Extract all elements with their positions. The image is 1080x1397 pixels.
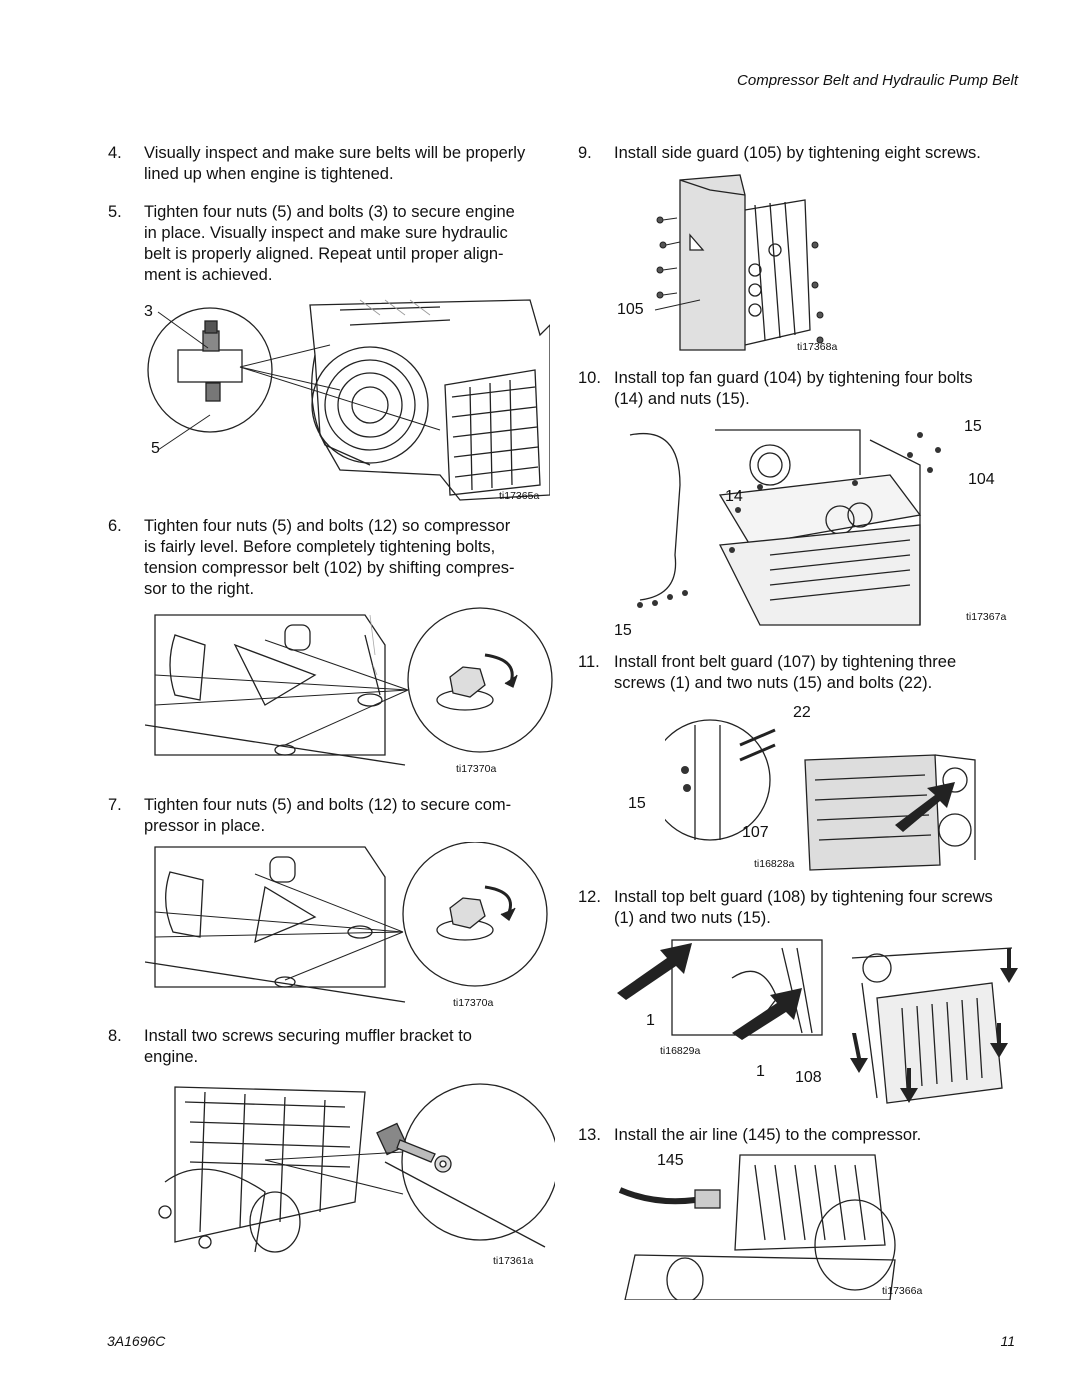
figure-id: ti16829a bbox=[660, 1045, 701, 1057]
step-text-line: in place. Visually inspect and make sure… bbox=[144, 224, 508, 242]
step-number: 12. bbox=[578, 888, 601, 906]
callout-15: 15 bbox=[628, 795, 646, 812]
step-number: 4. bbox=[108, 144, 122, 162]
figure-air-line bbox=[615, 1150, 935, 1300]
figure-side-guard bbox=[645, 170, 825, 355]
figure-top-fan-guard bbox=[620, 425, 965, 630]
figure-id: ti17365a bbox=[499, 490, 540, 502]
callout-1-right: 1 bbox=[756, 1063, 765, 1080]
step-text-line: belt is properly aligned. Repeat until p… bbox=[144, 245, 504, 263]
step-text-line: pressor in place. bbox=[144, 817, 266, 835]
document-number: 3A1696C bbox=[107, 1333, 166, 1349]
step-text-line: Visually inspect and make sure belts wil… bbox=[144, 144, 526, 162]
step-number: 9. bbox=[578, 144, 592, 162]
callout-1-left: 1 bbox=[646, 1012, 655, 1029]
step-text-line: Install top belt guard (108) by tighteni… bbox=[614, 888, 993, 906]
callout-22: 22 bbox=[793, 704, 811, 721]
callout-145: 145 bbox=[657, 1152, 684, 1169]
step-text-line: Install side guard (105) by tightening e… bbox=[614, 144, 981, 162]
figure-muffler-bracket bbox=[145, 1082, 555, 1257]
callout-14: 14 bbox=[725, 488, 743, 505]
figure-id: ti17367a bbox=[966, 611, 1007, 623]
callout-5: 5 bbox=[151, 440, 160, 457]
figure-compressor-secure bbox=[145, 842, 555, 1012]
figure-id: ti17370a bbox=[453, 997, 494, 1009]
callout-15-bottom: 15 bbox=[614, 622, 632, 639]
figure-compressor-bolts bbox=[145, 605, 555, 780]
step-text-line: screws (1) and two nuts (15) and bolts (… bbox=[614, 674, 933, 692]
step-text-line: lined up when engine is tightened. bbox=[144, 165, 394, 183]
figure-id: ti17366a bbox=[882, 1285, 923, 1297]
figure-id: ti17361a bbox=[493, 1255, 534, 1267]
step-number: 8. bbox=[108, 1027, 122, 1045]
figure-id: ti17368a bbox=[797, 341, 838, 353]
step-text-line: engine. bbox=[144, 1048, 199, 1066]
callout-leader-lines bbox=[157, 311, 211, 451]
figure-id: ti17370a bbox=[456, 763, 497, 775]
step-text-line: (1) and two nuts (15). bbox=[614, 909, 771, 927]
step-text-line: ment is achieved. bbox=[144, 266, 273, 284]
step-number: 10. bbox=[578, 369, 601, 387]
figure-id: ti16828a bbox=[754, 858, 795, 870]
step-number: 6. bbox=[108, 517, 122, 535]
step-text-line: Install front belt guard (107) by tighte… bbox=[614, 653, 957, 671]
step-text-line: (14) and nuts (15). bbox=[614, 390, 750, 408]
callout-15-top: 15 bbox=[964, 418, 982, 435]
step-text-line: Install the air line (145) to the compre… bbox=[614, 1126, 922, 1144]
step-number: 5. bbox=[108, 203, 122, 221]
figure-top-belt-guard bbox=[612, 938, 1022, 1118]
callout-3: 3 bbox=[144, 303, 153, 320]
step-text-line: Tighten four nuts (5) and bolts (12) so … bbox=[144, 517, 511, 535]
callout-107: 107 bbox=[742, 824, 769, 841]
step-text-line: is fairly level. Before completely tight… bbox=[144, 538, 496, 556]
callout-104: 104 bbox=[968, 471, 995, 488]
step-text-line: tension compressor belt (102) by shiftin… bbox=[144, 559, 515, 577]
step-text-line: sor to the right. bbox=[144, 580, 255, 598]
figure-engine-mount bbox=[140, 295, 550, 505]
callout-105: 105 bbox=[617, 301, 644, 318]
step-text-line: Install two screws securing muffler brac… bbox=[144, 1027, 472, 1045]
step-text-line: Install top fan guard (104) by tightenin… bbox=[614, 369, 973, 387]
step-text-line: Tighten four nuts (5) and bolts (3) to s… bbox=[144, 203, 515, 221]
callout-108: 108 bbox=[795, 1069, 822, 1086]
step-number: 13. bbox=[578, 1126, 601, 1144]
page-number: 11 bbox=[1000, 1333, 1015, 1349]
step-number: 7. bbox=[108, 796, 122, 814]
step-text-line: Tighten four nuts (5) and bolts (12) to … bbox=[144, 796, 512, 814]
figure-front-belt-guard bbox=[665, 700, 980, 875]
section-header: Compressor Belt and Hydraulic Pump Belt bbox=[737, 72, 1018, 89]
step-number: 11. bbox=[578, 653, 600, 671]
